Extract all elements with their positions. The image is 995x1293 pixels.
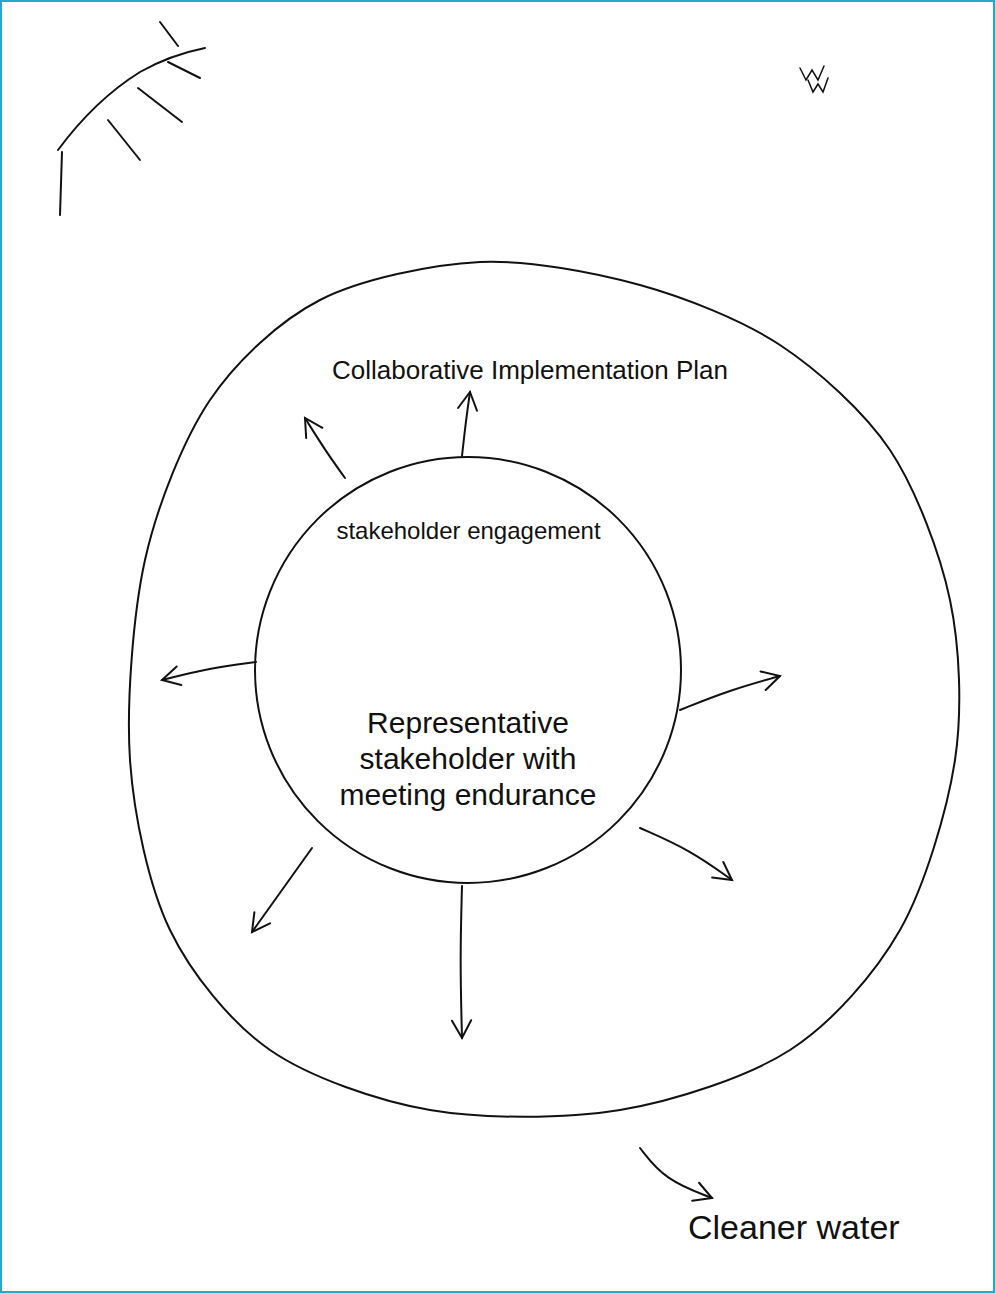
sun-ray	[160, 22, 178, 46]
radiating-arrows	[162, 392, 780, 1201]
arrow	[162, 662, 256, 685]
circle-heading: stakeholder engagement	[335, 517, 602, 546]
arrow	[458, 392, 477, 456]
sun-ray	[108, 120, 140, 160]
circle-body: Representative stakeholder with meeting …	[333, 705, 603, 813]
sun-arc	[58, 48, 205, 150]
arrow	[252, 848, 312, 932]
arrow-head	[761, 671, 780, 689]
circle-outline	[255, 457, 681, 883]
arrow-head	[452, 1020, 471, 1038]
arrow-shaft	[680, 676, 780, 710]
stakeholder-circle: stakeholder engagementRepresentative sta…	[253, 455, 683, 885]
sun-ray	[168, 62, 200, 78]
arrow-head	[712, 862, 732, 880]
arrow-shaft	[640, 1148, 712, 1198]
sun-sketch	[58, 22, 205, 215]
arrow-shaft	[461, 886, 462, 1038]
arrow	[305, 418, 345, 478]
ring-title: Collaborative Implementation Plan	[331, 355, 729, 386]
sun-ray	[60, 152, 62, 215]
oval-outline	[129, 262, 959, 1117]
birds-sketch	[800, 66, 828, 92]
arrow-shaft	[162, 662, 256, 680]
arrow-head	[305, 418, 322, 438]
bird	[800, 66, 824, 80]
outcome-label: Cleaner water	[688, 1208, 900, 1247]
arrow-shaft	[640, 828, 732, 880]
arrow	[640, 828, 732, 880]
arrow-head	[252, 912, 270, 932]
arrow-head	[162, 666, 181, 685]
arrow	[640, 1148, 712, 1201]
arrow-shaft	[252, 848, 312, 932]
bird	[808, 78, 828, 92]
arrow	[680, 671, 780, 710]
sun-ray	[138, 88, 182, 122]
arrow-head	[692, 1183, 712, 1201]
arrow-head	[458, 392, 477, 411]
plan-oval: Collaborative Implementation Plan stakeho…	[125, 255, 960, 1115]
arrow-shaft	[305, 418, 345, 478]
arrow	[452, 886, 471, 1038]
